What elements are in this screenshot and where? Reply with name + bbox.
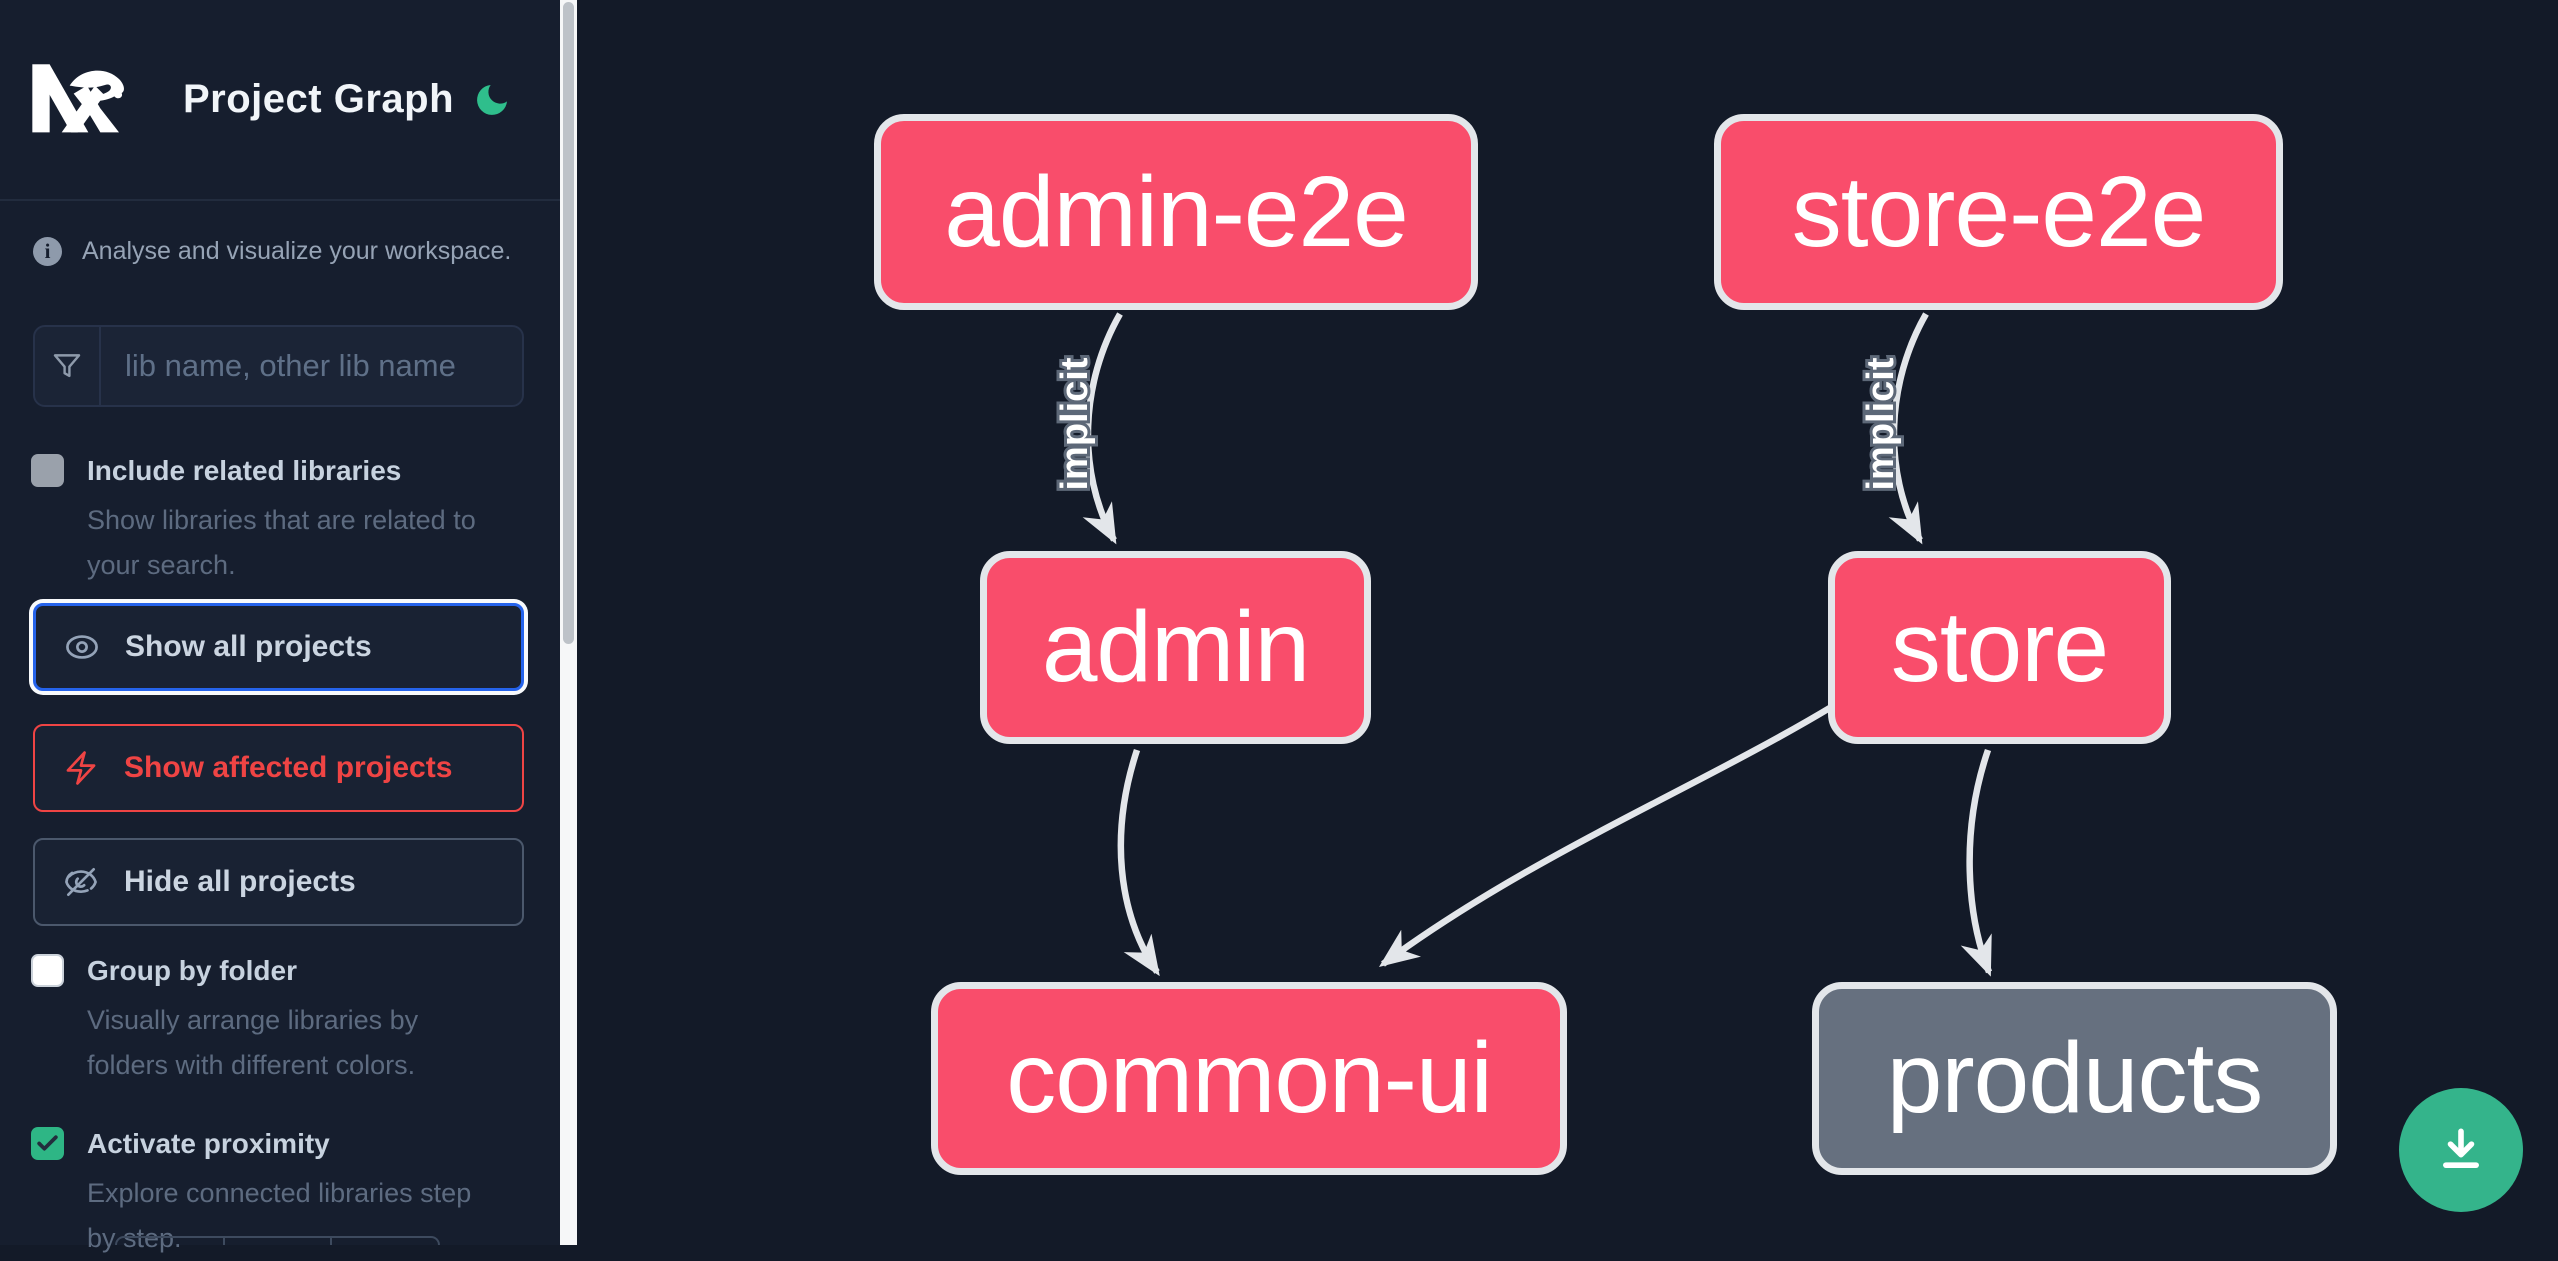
node-label: common-ui (1006, 1022, 1493, 1134)
node-label: store-e2e (1791, 155, 2206, 268)
check-icon (37, 1135, 58, 1151)
edge-label-implicit: implicit (1054, 357, 1096, 490)
edge-admin-to-common-ui[interactable] (1117, 748, 1160, 977)
graph-node-products[interactable]: products (1812, 982, 2337, 1175)
button-label: Show affected projects (124, 751, 453, 784)
edge-store-to-products[interactable] (1960, 748, 1993, 977)
option-description: Visually arrange libraries by folders wi… (87, 1005, 419, 1080)
node-label: products (1886, 1022, 2264, 1134)
include-related-checkbox[interactable] (31, 454, 64, 487)
edge-store-to-common-ui[interactable] (1378, 703, 1835, 967)
theme-toggle-button[interactable] (472, 80, 512, 120)
eye-icon (66, 635, 98, 659)
show-affected-projects-button[interactable]: Show affected projects (33, 724, 524, 812)
graph-node-admin[interactable]: admin (980, 551, 1371, 744)
option-label: Group by folder (87, 955, 297, 986)
scrollbar-thumb[interactable] (563, 2, 574, 644)
tagline-text: Analyse and visualize your workspace. (82, 237, 512, 265)
edge-store-e2e-to-store[interactable] (1888, 312, 1929, 545)
graph-node-admin-e2e[interactable]: admin-e2e (874, 114, 1478, 310)
tagline: i Analyse and visualize your workspace. (33, 237, 527, 266)
option-label: Activate proximity (87, 1128, 330, 1159)
hide-all-projects-button[interactable]: Hide all projects (33, 838, 524, 926)
edge-admin-e2e-to-admin[interactable] (1082, 312, 1123, 545)
search-box (33, 325, 524, 407)
page-title: Project Graph (183, 77, 455, 121)
option-description: Show libraries that are related to your … (87, 505, 476, 580)
graph-edges: implicit implicit (1051, 312, 1993, 977)
activate-proximity-checkbox[interactable] (31, 1127, 64, 1160)
moon-icon (477, 84, 507, 115)
checkbox-include-related-libraries[interactable]: Include related libraries Show libraries… (31, 452, 491, 588)
node-label: store (1890, 591, 2109, 703)
graph-node-common-ui[interactable]: common-ui (931, 982, 1567, 1175)
option-label: Include related libraries (87, 455, 402, 486)
eye-off-icon (65, 867, 97, 897)
download-icon (2443, 1128, 2479, 1168)
sidebar: Project Graph i Analyse and visualize yo… (0, 0, 560, 1253)
download-graph-button[interactable] (2399, 1088, 2523, 1212)
node-label: admin (1041, 591, 1310, 703)
graph-canvas[interactable]: implicit implicit admin-e2e store-e2e ad… (577, 0, 2558, 1245)
show-all-projects-button[interactable]: Show all projects (33, 603, 524, 691)
checkbox-group-by-folder[interactable]: Group by folder Visually arrange librari… (31, 952, 491, 1088)
edge-label-implicit: implicit (1860, 357, 1902, 490)
sidebar-header: Project Graph (0, 0, 560, 201)
group-by-folder-checkbox[interactable] (31, 954, 64, 987)
graph-node-store-e2e[interactable]: store-e2e (1714, 114, 2283, 310)
info-icon: i (33, 237, 62, 266)
button-label: Hide all projects (124, 865, 356, 898)
button-label: Show all projects (125, 630, 372, 663)
option-description: Explore connected libraries step by step… (87, 1178, 472, 1253)
search-input[interactable] (101, 327, 522, 405)
node-label: admin-e2e (944, 155, 1409, 268)
graph-node-store[interactable]: store (1828, 551, 2171, 744)
proximity-stepper-partial[interactable] (115, 1236, 440, 1245)
filter-icon (35, 327, 101, 405)
bolt-icon (66, 751, 96, 785)
sidebar-scrollbar[interactable] (560, 0, 577, 1245)
nx-logo-icon (31, 63, 131, 137)
